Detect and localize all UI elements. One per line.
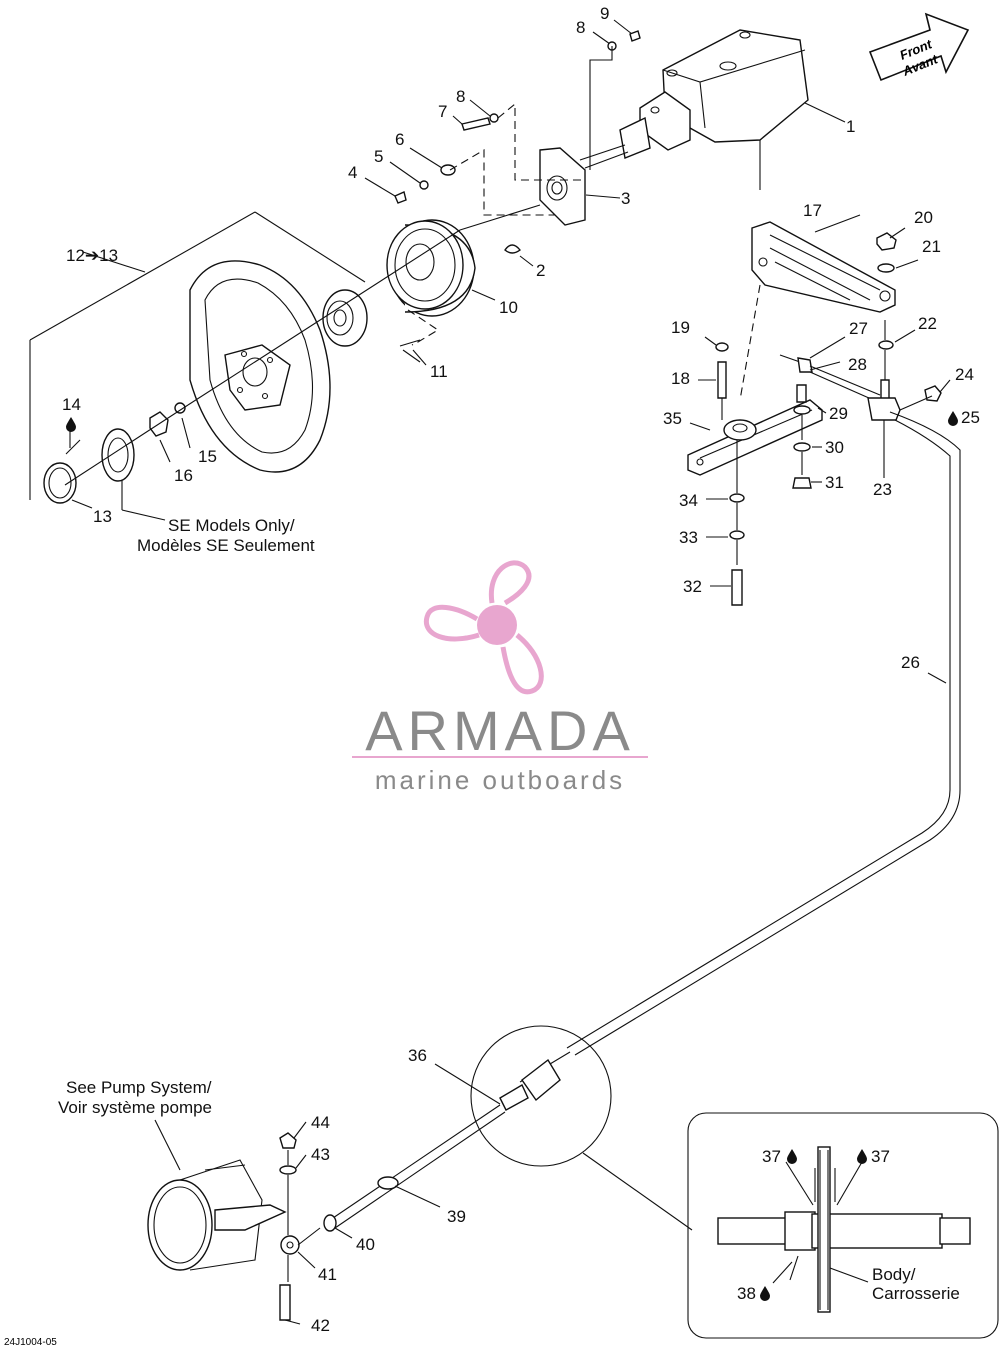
callout-35: 35 [663, 409, 682, 428]
callout-20: 20 [914, 208, 933, 227]
key [504, 244, 521, 254]
callout-37-left: 37 [762, 1147, 781, 1166]
callout-labels: 1 2 3 4 5 6 7 8 8 9 10 11 12➔13 13 14 15… [62, 4, 980, 1335]
cable-end [779, 354, 942, 421]
callout-8-top: 8 [576, 18, 585, 37]
callout-32: 32 [683, 577, 702, 596]
pump-note-fr: Voir système pompe [58, 1098, 212, 1117]
watermark-tagline: marine outboards [375, 765, 625, 795]
callout-14: 14 [62, 395, 81, 414]
callout-21: 21 [922, 237, 941, 256]
screw-14 [65, 439, 81, 455]
callout-37-right: 37 [871, 1147, 890, 1166]
callout-25: 25 [961, 408, 980, 427]
callout-42: 42 [311, 1316, 330, 1335]
callout-28: 28 [848, 355, 867, 374]
callout-10: 10 [499, 298, 518, 317]
bracket-35 [687, 399, 823, 476]
watermark-brand: ARMADA [365, 699, 635, 762]
callout-30: 30 [825, 438, 844, 457]
callout-36: 36 [408, 1046, 427, 1065]
assembly-bracket-lines [29, 204, 541, 521]
steering-adaptor [386, 219, 476, 317]
armada-logo: ARMADA marine outboards [352, 560, 648, 795]
support-bracket [539, 147, 586, 226]
steering-wheel [189, 260, 331, 473]
callout-15: 15 [198, 447, 217, 466]
washer-15 [174, 402, 186, 414]
bulkhead-detail-box [687, 1112, 999, 1339]
callout-44: 44 [311, 1113, 330, 1132]
steering-cable [323, 411, 961, 1232]
callout-41: 41 [318, 1265, 337, 1284]
se-models-note-fr: Modèles SE Seulement [137, 536, 315, 555]
body-note-en: Body/ [872, 1265, 916, 1284]
steering-housing [579, 29, 809, 190]
callout-22: 22 [918, 314, 937, 333]
callout-16: 16 [174, 466, 193, 485]
propeller-logo-icon [423, 560, 544, 695]
front-direction-arrow: Front Avant [868, 12, 970, 82]
fasteners-top [364, 19, 641, 347]
callout-31: 31 [825, 473, 844, 492]
se-models-note-en: SE Models Only/ [168, 516, 295, 535]
callout-26: 26 [901, 653, 920, 672]
se-plate [101, 428, 135, 482]
callout-24: 24 [955, 365, 974, 384]
callout-18: 18 [671, 369, 690, 388]
callout-23: 23 [873, 480, 892, 499]
bracket-17 [739, 221, 896, 401]
jet-pump [147, 1119, 321, 1321]
callout-11: 11 [430, 362, 448, 381]
figure-code: 24J1004-05 [4, 1337, 57, 1348]
callout-27: 27 [849, 319, 868, 338]
callout-13: 13 [93, 507, 112, 526]
callout-leaders [69, 102, 951, 1325]
callout-3: 3 [621, 189, 630, 208]
callout-5: 5 [374, 147, 383, 166]
notes: SE Models Only/ Modèles SE Seulement See… [4, 516, 960, 1348]
callout-43: 43 [311, 1145, 330, 1164]
pump-note-en: See Pump System/ [66, 1078, 212, 1097]
callout-33: 33 [679, 528, 698, 547]
detail-magnifier [470, 1025, 612, 1167]
callout-34: 34 [679, 491, 698, 510]
callout-9: 9 [600, 4, 609, 23]
callout-29: 29 [829, 404, 848, 423]
callout-12-13-range: 12➔13 [66, 246, 118, 265]
callout-38: 38 [737, 1284, 756, 1303]
hardware-28-34 [729, 384, 812, 606]
callout-40: 40 [356, 1235, 375, 1254]
wheel-cap [43, 462, 77, 504]
body-note-fr: Carrosserie [872, 1284, 960, 1303]
callout-1: 1 [846, 117, 855, 136]
steering-hub [322, 289, 368, 347]
callout-8-upper: 8 [456, 87, 465, 106]
callout-17: 17 [803, 201, 822, 220]
callout-6: 6 [395, 130, 404, 149]
callout-19: 19 [671, 318, 690, 337]
callout-4: 4 [348, 163, 357, 182]
callout-7: 7 [438, 102, 447, 121]
callout-2: 2 [536, 261, 545, 280]
callout-39: 39 [447, 1207, 466, 1226]
